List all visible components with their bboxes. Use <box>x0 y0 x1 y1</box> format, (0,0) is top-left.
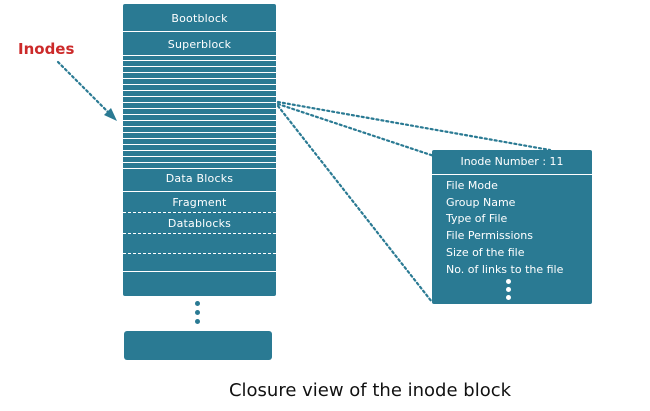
bootblock-label: Bootblock <box>171 12 228 25</box>
superblock-label: Superblock <box>167 38 232 51</box>
inode-number-title: Inode Number : 11 <box>460 155 564 168</box>
card-divider <box>432 174 592 175</box>
diagram-caption: Closure view of the inode block <box>228 380 512 401</box>
data-blocks-divider <box>123 191 276 192</box>
field-size-of-file: Size of the file <box>446 246 525 259</box>
inode-detail-card: Inode Number : 11 File Mode Group Name T… <box>432 150 592 304</box>
field-group-name: Group Name <box>446 196 516 209</box>
inodes-arrowhead <box>104 108 117 121</box>
additional-block <box>124 331 272 360</box>
datablocks-label: Datablocks <box>167 217 232 230</box>
data-blocks-label: Data Blocks <box>165 172 234 185</box>
field-file-permissions: File Permissions <box>446 229 533 242</box>
field-type-of-file: Type of File <box>446 212 508 225</box>
datablock-divider-1 <box>123 233 276 234</box>
inode-table <box>123 55 276 171</box>
superblock-divider <box>123 55 276 56</box>
connector-bottom <box>276 104 434 304</box>
inodes-label: Inodes <box>18 40 75 58</box>
connector-mid <box>276 102 442 160</box>
fragment-label: Fragment <box>172 196 227 209</box>
datablock-divider-3 <box>123 271 276 272</box>
fragment-divider <box>123 212 276 213</box>
datablock-divider-2 <box>123 253 276 254</box>
field-links-count: No. of links to the file <box>446 263 564 276</box>
disk-layout-block: Bootblock Superblock Data Blocks Fragmen… <box>123 4 276 296</box>
connector-top <box>276 100 552 152</box>
inodes-pointer-line <box>56 60 110 114</box>
field-file-mode: File Mode <box>446 179 498 192</box>
bootblock-divider <box>123 31 276 32</box>
